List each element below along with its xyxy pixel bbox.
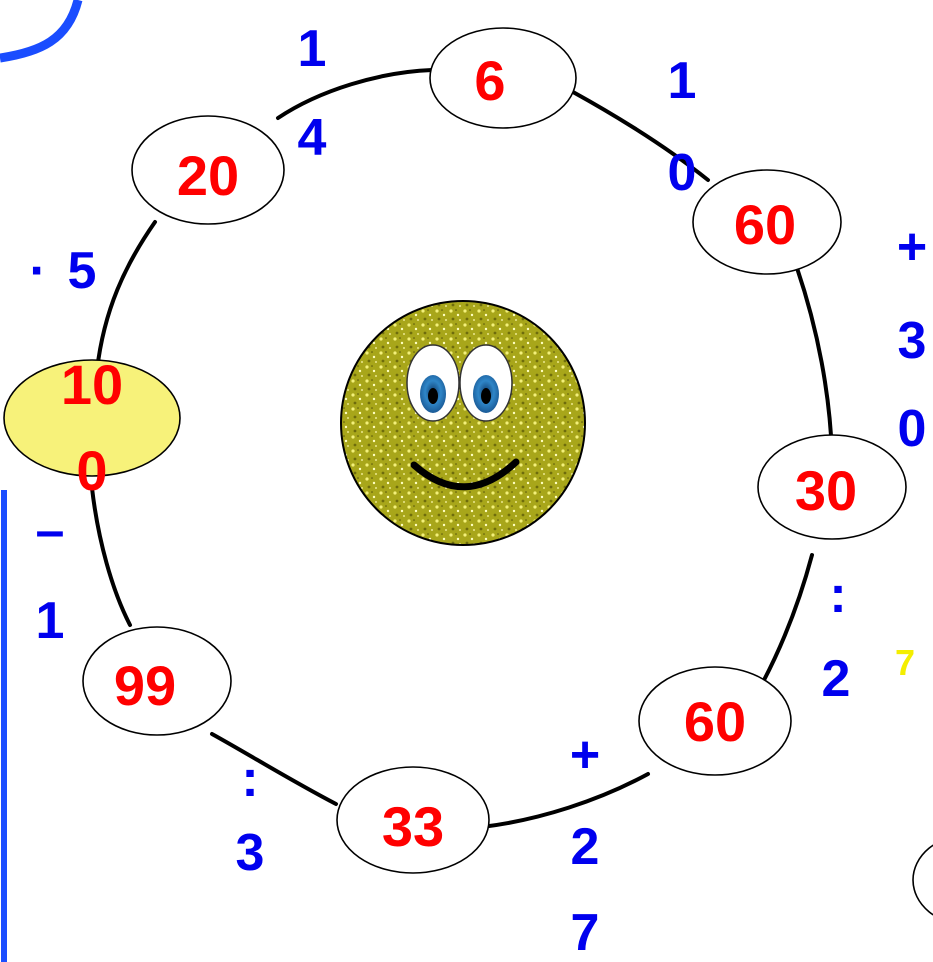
op-6-60-digit1: 1	[668, 52, 697, 110]
node-33-ellipse	[336, 766, 490, 874]
operation-20-to-6: 1 4	[298, 20, 327, 167]
operation-30-to-60: : 2	[822, 566, 851, 708]
connector-60-30	[795, 266, 834, 457]
op-30-60-digit: 2	[822, 650, 851, 708]
op-60-30-digit1: 3	[898, 312, 927, 370]
op-60-30-digit2: 0	[898, 400, 927, 458]
smiley-mouth	[410, 458, 520, 491]
node-60-top: 60	[692, 169, 842, 275]
op-60-33-digit1: 2	[571, 818, 600, 876]
frame-corner-curve	[0, 0, 83, 63]
node-60-bottom: 60	[638, 666, 792, 776]
node-60-top-ellipse	[692, 169, 842, 275]
node-33: 33	[336, 766, 490, 874]
chain-connectors	[90, 68, 834, 829]
connector-6-60	[571, 90, 710, 182]
node-20: 20	[131, 115, 285, 225]
node-30-ellipse	[757, 434, 907, 540]
op-60-33-symbol: +	[570, 726, 600, 784]
operation-60-to-30: + 3 0	[897, 218, 927, 458]
connector-20-6	[276, 68, 434, 120]
node-6: 6	[429, 27, 577, 129]
node-20-ellipse	[131, 115, 285, 225]
glitter-smiley-icon	[340, 300, 586, 546]
node-99-ellipse	[82, 626, 232, 736]
node-100-ellipse	[3, 359, 181, 477]
connector-33-99	[210, 732, 338, 806]
op-60-30-symbol: +	[897, 218, 927, 276]
node-60-bottom-ellipse	[638, 666, 792, 776]
operation-100-to-20: · 5	[29, 242, 96, 300]
op-6-60-symbol: ·	[671, 0, 688, 22]
op-30-60-symbol: :	[829, 566, 846, 624]
smiley-left-pupil	[428, 388, 438, 404]
partial-node-edge	[912, 844, 933, 916]
node-20-value: 20	[177, 144, 239, 207]
smiley-face	[340, 300, 586, 546]
node-6-value: 6	[474, 49, 505, 112]
op-99-100-symbol: –	[36, 502, 65, 560]
connector-30-60	[761, 553, 814, 684]
op-20-6-digit2: 4	[298, 109, 327, 167]
op-20-6-digit1: 1	[298, 20, 327, 78]
node-6-ellipse	[429, 27, 577, 129]
op-100-20-symbol: ·	[29, 242, 46, 300]
node-100-highlighted: 10 0	[3, 353, 181, 502]
connector-60-33	[480, 772, 650, 829]
op-60-33-digit2: 7	[571, 904, 600, 962]
node-33-value: 33	[382, 795, 444, 858]
node-99: 99	[82, 626, 232, 736]
node-100-value-line1: 10	[61, 353, 123, 416]
op-100-20-digit: 5	[68, 242, 97, 300]
op-99-100-digit: 1	[36, 592, 65, 650]
connector-99-100	[90, 486, 132, 627]
operation-33-to-99: : 3	[236, 750, 265, 882]
op-33-99-digit: 3	[236, 824, 265, 882]
op-6-60-digit2: 0	[668, 144, 697, 202]
operation-60-to-33: + 2 7	[570, 726, 600, 962]
node-100-value-line2: 0	[76, 439, 107, 502]
node-30-value: 30	[795, 459, 857, 522]
node-60-top-value: 60	[734, 193, 796, 256]
node-30: 30	[757, 434, 907, 540]
operation-6-to-60: · 1 0	[668, 0, 697, 202]
connector-100-20	[95, 220, 157, 372]
stray-yellow-mark: 7	[895, 642, 915, 683]
node-60-bottom-value: 60	[684, 690, 746, 753]
node-99-value: 99	[114, 654, 176, 717]
operation-99-to-100: – 1	[36, 502, 65, 650]
smiley-right-pupil	[481, 388, 491, 404]
op-33-99-symbol: :	[241, 750, 258, 808]
